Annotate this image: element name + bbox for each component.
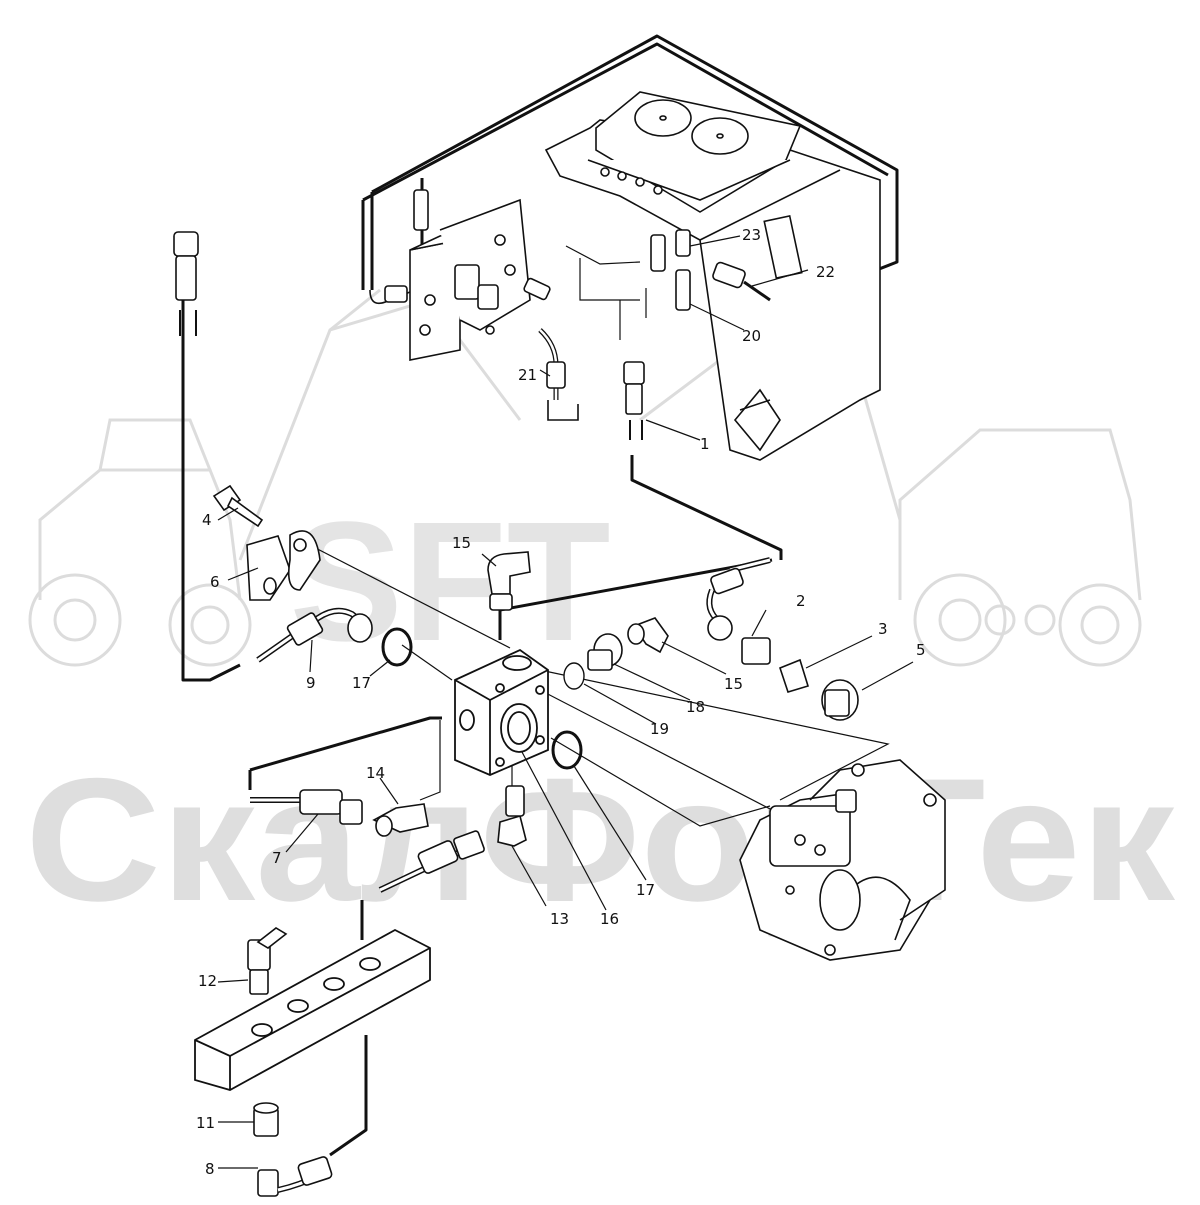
watermark	[28, 288, 1142, 667]
callout-20: 20	[742, 327, 761, 345]
callout-16: 16	[600, 910, 619, 928]
callout-leaders	[217, 235, 914, 1169]
callout-5: 5	[916, 641, 926, 659]
callout-9: 9	[306, 674, 316, 692]
watermark-logo: SFT	[289, 487, 610, 677]
watermark-tractor-left	[28, 288, 522, 667]
elbow-15-top	[487, 551, 531, 611]
callout-18: 18	[686, 698, 705, 716]
callout-8: 8	[205, 1160, 215, 1178]
hose-7-and-fitting-14	[250, 789, 429, 837]
right-fittings-group	[587, 557, 859, 721]
callout-12: 12	[198, 972, 217, 990]
distribution-manifold	[194, 928, 431, 1091]
callout-22: 22	[816, 263, 835, 281]
hose-1-fitting	[623, 361, 645, 440]
control-valve-block	[369, 198, 531, 361]
callout-23: 23	[742, 226, 761, 244]
callout-17-right: 17	[636, 881, 655, 899]
washer-19	[563, 662, 585, 690]
callout-17-left: 17	[352, 674, 371, 692]
manifold-block	[454, 648, 549, 776]
callout-2: 2	[796, 592, 806, 610]
callout-14: 14	[366, 764, 385, 782]
quick-coupler-12	[247, 927, 288, 995]
callout-21: 21	[518, 366, 537, 384]
callout-11: 11	[196, 1114, 215, 1132]
tank-fittings	[650, 229, 771, 311]
callout-6: 6	[210, 573, 220, 591]
fitting-13-and-hose	[378, 785, 527, 893]
hydraulic-pump	[739, 759, 946, 961]
callout-15-right: 15	[724, 675, 743, 693]
callout-1: 1	[700, 435, 710, 453]
callout-3: 3	[878, 620, 888, 638]
hose-9	[256, 607, 373, 663]
valve-hoses	[413, 189, 579, 421]
fittings-11-and-8	[253, 1102, 333, 1197]
o-rings	[381, 627, 583, 770]
callout-13: 13	[550, 910, 569, 928]
callout-labels: 1 2 3 4 5 6 7 8 9 11 12 13 14 15 15 16 1…	[196, 226, 926, 1178]
left-hose-fitting	[173, 231, 199, 336]
hydraulic-tank	[544, 91, 881, 461]
callout-4: 4	[202, 511, 212, 529]
callout-19: 19	[650, 720, 669, 738]
watermark-brand: СкалФорТек	[25, 743, 1175, 938]
bolt-and-flange	[212, 484, 321, 601]
callout-15-top: 15	[452, 534, 471, 552]
callout-7: 7	[272, 849, 282, 867]
